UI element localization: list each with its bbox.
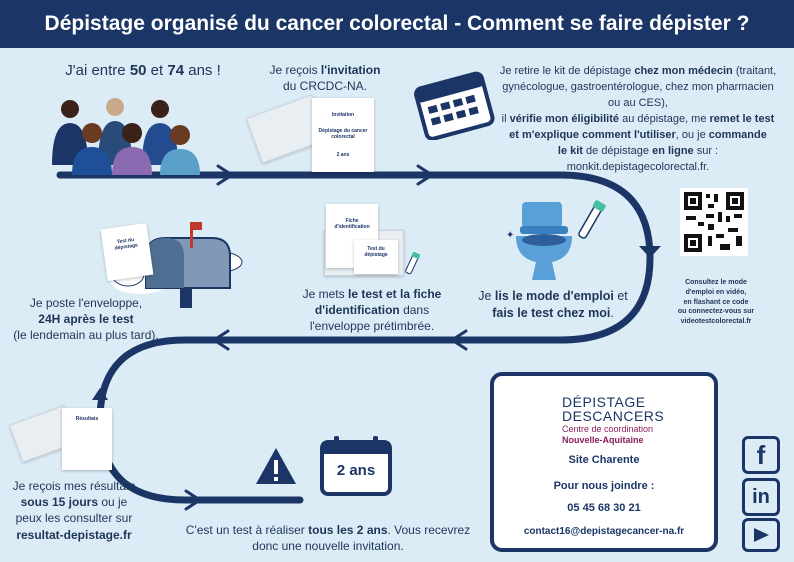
svg-text:✦: ✦	[506, 230, 514, 241]
play-icon	[754, 528, 769, 542]
facebook-icon[interactable]: f	[742, 436, 780, 474]
logo-bottom: DESCANCERS	[562, 408, 665, 424]
logo-sub2: Nouvelle-Aquitaine	[562, 435, 644, 445]
people-icon	[52, 98, 200, 175]
step-age-text: J'ai entre 50 et 74 ans !	[65, 62, 221, 79]
test-kit-card: Test du dépistage	[354, 240, 398, 274]
test-tube-icon	[405, 252, 420, 275]
email-link[interactable]: contact16@depistagecancer-na.fr	[523, 526, 685, 537]
logo-top: DÉPISTAGE	[562, 394, 646, 410]
invitation-document: Invitation Dépistage du cancer colorecta…	[312, 98, 374, 172]
youtube-icon[interactable]	[742, 518, 780, 552]
step-repeat-text: C'est un test à réaliser tous les 2 ans.…	[185, 523, 471, 554]
calendar-label: 2 ans	[336, 462, 376, 479]
logo-sub1: Centre de coordination	[562, 424, 654, 434]
qr-code[interactable]	[680, 188, 748, 256]
step-post-text: Je poste l'enveloppe,24H après le test(l…	[13, 296, 159, 343]
step-kit-text: Je retire le kit de dépistage chez mon m…	[499, 65, 777, 173]
site-name: Site Charente	[568, 454, 640, 466]
step-results-text: Je reçois mes résultats sous 15 jours ou…	[12, 479, 136, 542]
page-title: Dépistage organisé du cancer colorectal …	[0, 0, 794, 48]
calendar-2ans-icon	[320, 436, 392, 496]
mailbox-test-card: Test du dépistage	[100, 223, 154, 281]
linkedin-icon[interactable]: in	[742, 478, 780, 516]
toilet-icon: ✦	[506, 200, 606, 280]
contact-card: DÉPISTAGE DESCANCERS Centre de coordinat…	[490, 372, 718, 552]
calendar-icon	[414, 71, 495, 140]
contact-title: Pour nous joindre :	[553, 480, 655, 492]
warning-icon	[256, 448, 296, 484]
phone-number[interactable]: 05 45 68 30 21	[567, 502, 641, 514]
results-document: Résultats	[62, 408, 112, 470]
